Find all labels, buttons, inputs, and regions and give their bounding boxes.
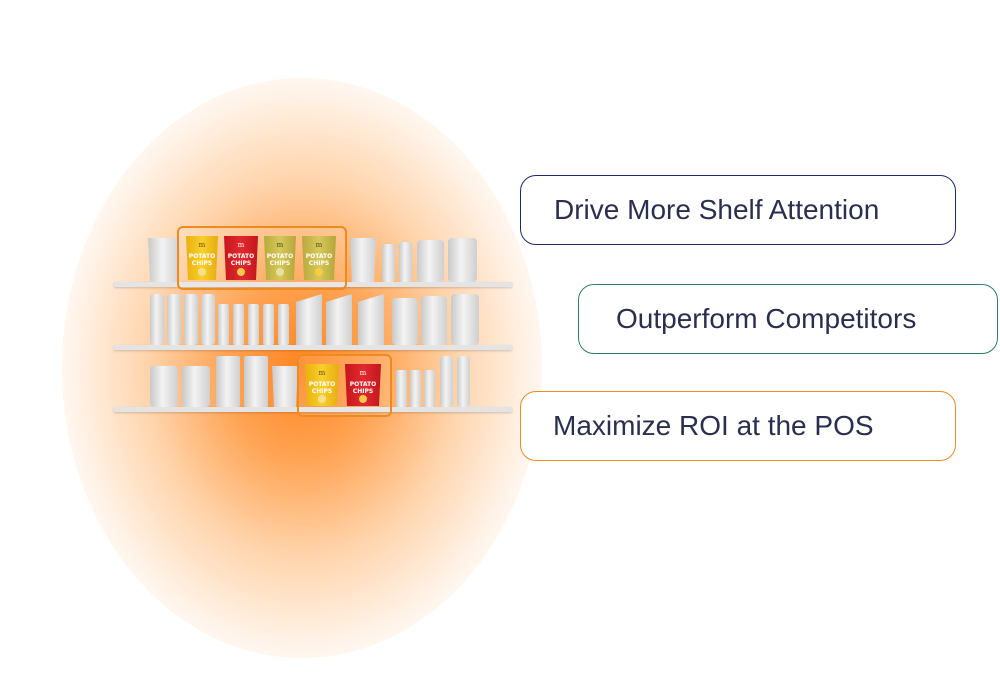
generic-pouch <box>392 298 418 345</box>
generic-bag <box>148 238 180 282</box>
generic-tube <box>424 370 435 407</box>
generic-pouch <box>150 366 178 407</box>
pack-brand-mark: m <box>238 241 245 249</box>
generic-pouch <box>421 296 447 345</box>
generic-bottle <box>150 294 164 345</box>
chip-pack-yellow: m POTATO CHIPS <box>186 236 218 280</box>
shelf-middle <box>114 345 512 350</box>
generic-bottle <box>184 294 198 345</box>
pack-line1: POTATO <box>267 253 294 260</box>
generic-tube <box>382 244 395 282</box>
pack-line1: POTATO <box>306 253 333 260</box>
generic-carton <box>216 356 240 407</box>
generic-bottle <box>440 356 453 407</box>
pack-line2: CHIPS <box>192 260 212 267</box>
chip-pack-green-yellow: m POTATO CHIPS <box>302 236 336 280</box>
generic-tube <box>233 304 244 345</box>
generic-pouch <box>448 238 477 282</box>
chip-pack-green: m POTATO CHIPS <box>264 236 296 280</box>
generic-tube <box>396 370 407 407</box>
pack-line1: POTATO <box>350 381 377 388</box>
benefit-pill-roi: Maximize ROI at the POS <box>520 391 956 461</box>
pack-line1: POTATO <box>189 253 216 260</box>
pack-line2: CHIPS <box>312 388 332 395</box>
shelf-bottom <box>114 407 512 412</box>
generic-bottle <box>167 294 181 345</box>
generic-bag <box>272 366 298 407</box>
pack-brand-mark: m <box>316 241 323 249</box>
pack-brand-mark: m <box>277 241 284 249</box>
pack-line1: POTATO <box>309 381 336 388</box>
generic-spout-pouch <box>326 294 352 345</box>
benefit-label: Outperform Competitors <box>616 303 917 334</box>
generic-pouch <box>451 294 479 345</box>
generic-tube <box>278 304 289 345</box>
benefit-pill-outperform: Outperform Competitors <box>578 284 998 354</box>
chip-pack-yellow: m POTATO CHIPS <box>305 364 339 406</box>
pack-brand-mark: m <box>360 369 367 377</box>
pack-line2: CHIPS <box>231 260 251 267</box>
shelf-top <box>114 282 512 287</box>
generic-bottle <box>201 294 215 345</box>
generic-pouch <box>417 240 444 282</box>
generic-tube <box>218 304 229 345</box>
generic-tube <box>248 304 259 345</box>
generic-spout-pouch <box>296 294 322 345</box>
generic-spout-pouch <box>358 294 384 345</box>
pack-brand-mark: m <box>319 369 326 377</box>
generic-carton <box>244 356 268 407</box>
generic-bottle <box>457 356 470 407</box>
pack-line2: CHIPS <box>270 260 290 267</box>
generic-tube <box>263 304 274 345</box>
pack-brand-mark: m <box>199 241 206 249</box>
generic-bag <box>350 238 376 282</box>
generic-tube <box>399 242 412 282</box>
generic-tube <box>410 370 421 407</box>
generic-pouch <box>182 366 210 407</box>
pack-line1: POTATO <box>228 253 255 260</box>
pack-line2: CHIPS <box>309 260 329 267</box>
chip-pack-red: m POTATO CHIPS <box>224 236 258 280</box>
benefit-label: Maximize ROI at the POS <box>553 410 874 441</box>
chip-pack-red: m POTATO CHIPS <box>345 364 381 406</box>
benefit-label: Drive More Shelf Attention <box>554 194 880 225</box>
benefit-pill-shelf-attention: Drive More Shelf Attention <box>520 175 956 245</box>
pack-line2: CHIPS <box>353 388 373 395</box>
